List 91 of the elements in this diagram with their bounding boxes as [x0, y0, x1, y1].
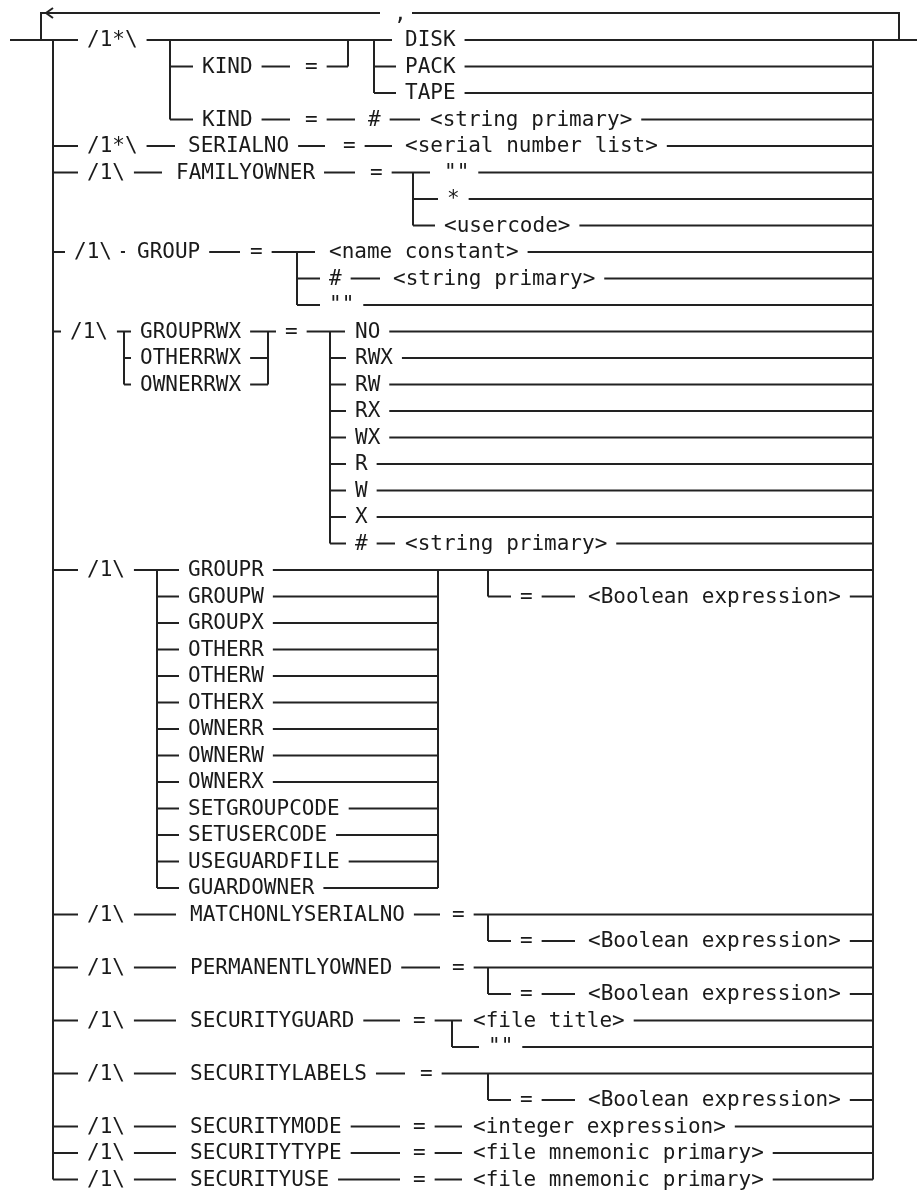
syntax-token: SECURITYTYPE [190, 1141, 342, 1163]
syntax-token: GUARDOWNER [188, 876, 315, 898]
syntax-token: = [520, 584, 533, 607]
syntax-token: MATCHONLYSERIALNO [190, 902, 405, 925]
syntax-token: <string primary> [430, 107, 633, 130]
syntax-token: R [355, 452, 368, 474]
syntax-token: WX [355, 425, 381, 448]
syntax-token: SECURITYMODE [190, 1114, 342, 1137]
syntax-token: TAPE [405, 81, 456, 103]
syntax-token: = [413, 1167, 426, 1190]
syntax-token: <name constant> [329, 240, 519, 262]
syntax-token: /1*\ [87, 28, 138, 50]
syntax-token: # [355, 531, 368, 554]
syntax-token: FAMILYOWNER [176, 160, 316, 183]
syntax-token: <serial number list> [405, 134, 658, 156]
syntax-token: OTHERW [188, 664, 264, 686]
syntax-token: /1\ [70, 319, 108, 342]
syntax-token: KIND [202, 107, 253, 130]
syntax-token: <string primary> [405, 531, 608, 554]
syntax-token: SECURITYUSE [190, 1167, 330, 1190]
syntax-token: SECURITYLABELS [190, 1061, 367, 1084]
syntax-token: <Boolean expression> [588, 982, 841, 1004]
syntax-token: = [413, 1114, 426, 1137]
syntax-token: SERIALNO [188, 134, 290, 156]
syntax-token: /1\ [87, 902, 125, 925]
syntax-token: # [329, 266, 342, 289]
syntax-token: <Boolean expression> [588, 929, 841, 951]
syntax-token: X [355, 505, 368, 527]
syntax-token: <Boolean expression> [588, 584, 841, 607]
syntax-token: /1*\ [87, 134, 138, 156]
syntax-token: <file title> [473, 1008, 625, 1031]
syntax-token: = [452, 902, 465, 925]
syntax-token: SECURITYGUARD [190, 1008, 355, 1031]
syntax-token: /1\ [87, 1141, 125, 1163]
syntax-token: USEGUARDFILE [188, 849, 340, 872]
syntax-token: RW [355, 372, 381, 395]
syntax-token: NO [355, 319, 381, 342]
syntax-token: = [250, 240, 263, 262]
syntax-token: "" [329, 293, 355, 315]
syntax-token: PACK [405, 54, 456, 77]
syntax-token: DISK [405, 28, 456, 50]
syntax-token: = [452, 955, 465, 978]
syntax-token: = [413, 1008, 426, 1031]
syntax-token: OTHERRWX [140, 346, 242, 368]
syntax-token: OWNERR [188, 717, 264, 739]
syntax-token: SETGROUPCODE [188, 796, 340, 819]
syntax-token: RX [355, 399, 381, 421]
syntax-token: OWNERRWX [140, 372, 242, 395]
syntax-token: W [355, 478, 368, 501]
syntax-token: <integer expression> [473, 1114, 726, 1137]
syntax-token: = [370, 160, 383, 183]
syntax-token: = [520, 1088, 533, 1110]
syntax-token: GROUPRWX [140, 319, 242, 342]
syntax-token: /1\ [87, 1061, 125, 1084]
syntax-token: <file mnemonic primary> [473, 1141, 764, 1163]
syntax-token: = [305, 107, 318, 130]
syntax-token: /1\ [87, 1167, 125, 1190]
syntax-token: <usercode> [444, 213, 571, 236]
syntax-token: OTHERX [188, 690, 264, 713]
syntax-token: "" [488, 1035, 514, 1057]
syntax-token: GROUPR [188, 558, 264, 580]
syntax-token: = [420, 1061, 433, 1084]
syntax-token: = [343, 134, 356, 156]
syntax-token: , [394, 1, 407, 24]
syntax-token: = [285, 319, 298, 342]
syntax-token: /1\ [87, 160, 125, 183]
syntax-token: OTHERR [188, 637, 264, 660]
syntax-token: <file mnemonic primary> [473, 1167, 764, 1190]
syntax-token: SETUSERCODE [188, 823, 328, 845]
syntax-token: = [520, 982, 533, 1004]
syntax-token: /1\ [74, 240, 112, 262]
syntax-token: /1\ [87, 955, 125, 978]
syntax-token: # [368, 107, 381, 130]
syntax-token: = [520, 929, 533, 951]
syntax-token: GROUPW [188, 584, 264, 607]
syntax-token: /1\ [87, 558, 125, 580]
syntax-token: GROUPX [188, 611, 264, 633]
syntax-token: OWNERX [188, 770, 264, 792]
syntax-token: KIND [202, 54, 253, 77]
syntax-token: <string primary> [393, 266, 596, 289]
syntax-token: * [447, 187, 460, 209]
syntax-token: RWX [355, 346, 393, 368]
syntax-token: GROUP [137, 240, 201, 262]
syntax-token: "" [444, 160, 470, 183]
syntax-token: = [413, 1141, 426, 1163]
syntax-token: <Boolean expression> [588, 1088, 841, 1110]
syntax-token: PERMANENTLYOWNED [190, 955, 393, 978]
syntax-token: OWNERW [188, 743, 264, 766]
syntax-token: = [305, 54, 318, 77]
syntax-token: /1\ [87, 1114, 125, 1137]
syntax-token: /1\ [87, 1008, 125, 1031]
